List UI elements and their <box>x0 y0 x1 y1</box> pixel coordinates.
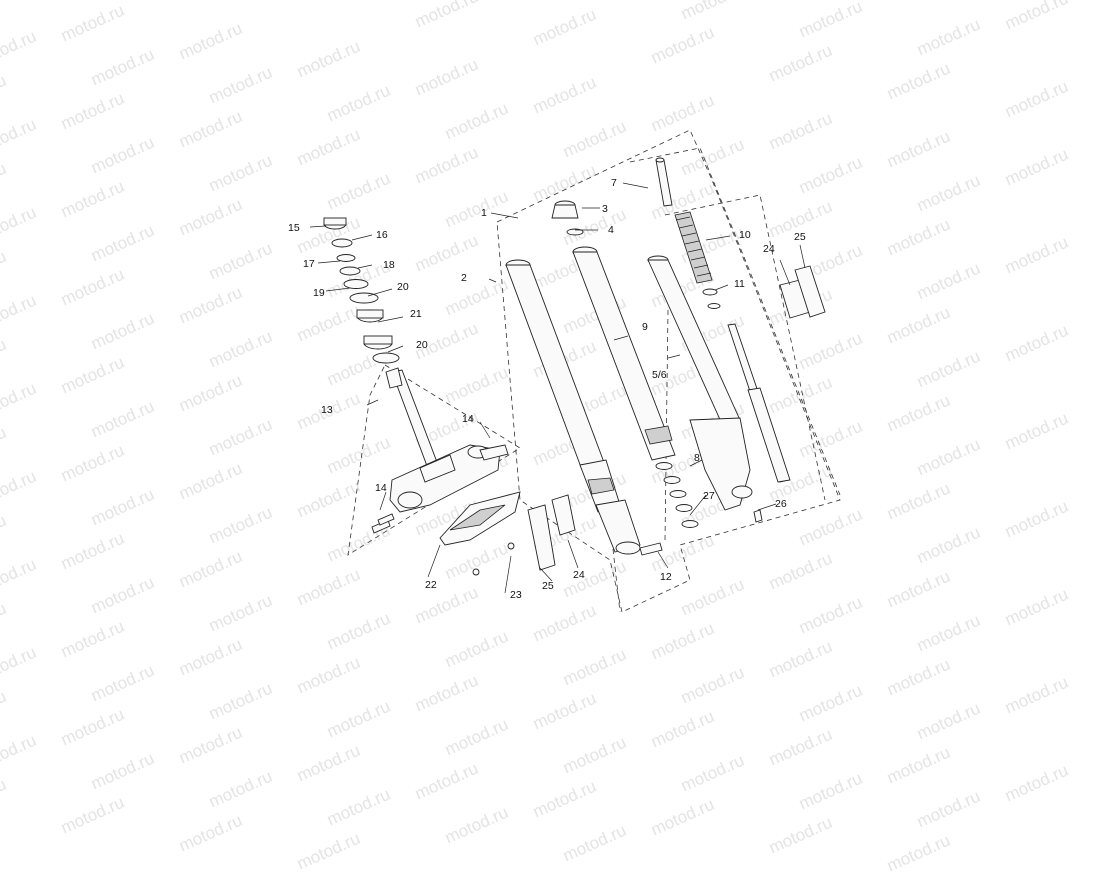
callout-27: 27 <box>703 490 715 502</box>
callout-22: 22 <box>425 579 437 591</box>
callout-18: 18 <box>383 259 395 271</box>
bolts-14-left <box>371 513 395 534</box>
callout-labels: 1 2 3 4 5/6 7 8 9 10 11 12 13 14 14 15 1… <box>288 177 806 601</box>
callout-5-6: 5/6 <box>652 369 667 381</box>
watermark-text: motod.ru <box>560 820 630 866</box>
seals-8-27 <box>655 462 699 528</box>
callout-25-right: 25 <box>794 231 806 243</box>
callout-24-left: 24 <box>573 569 585 581</box>
steering-stem-13 <box>385 367 509 513</box>
callout-3: 3 <box>602 203 608 215</box>
fork-tube-5-6 <box>647 255 753 511</box>
callout-9: 9 <box>642 321 648 333</box>
callout-19: 19 <box>313 287 325 299</box>
callout-14-left: 14 <box>375 482 387 494</box>
callout-10: 10 <box>739 229 751 241</box>
dashed-group-outlines <box>347 129 841 613</box>
bolts-12 <box>639 542 663 556</box>
watermark-text: motod.ru <box>294 828 364 874</box>
callout-20-top: 20 <box>397 281 409 293</box>
fork-tube-9 <box>572 246 676 461</box>
callout-25-left: 25 <box>542 580 554 592</box>
cartridge-rod <box>727 323 791 483</box>
callout-21: 21 <box>410 308 422 320</box>
callout-17: 17 <box>303 258 315 270</box>
damper-rod-7 <box>655 157 673 207</box>
front-fork-exploded-diagram: 1 2 3 4 5/6 7 8 9 10 11 12 13 14 14 15 1… <box>288 129 841 613</box>
callout-15: 15 <box>288 222 300 234</box>
callout-24-right: 24 <box>763 243 775 255</box>
screws-23 <box>472 542 515 576</box>
watermark-text: motod.ru <box>884 830 954 876</box>
callout-16: 16 <box>376 229 388 241</box>
callout-23: 23 <box>510 589 522 601</box>
reflector-right <box>779 265 826 319</box>
spring-10 <box>674 211 713 284</box>
callout-26: 26 <box>775 498 787 510</box>
bearing-stack <box>323 217 400 364</box>
callout-14-right: 14 <box>462 413 474 425</box>
callout-12: 12 <box>660 571 672 583</box>
mudguard-22 <box>439 491 521 546</box>
fork-leg-2 <box>505 259 641 555</box>
leader-lines <box>309 182 806 594</box>
callout-7: 7 <box>611 177 617 189</box>
callout-20-bottom: 20 <box>416 339 428 351</box>
callout-4: 4 <box>608 224 614 236</box>
callout-1: 1 <box>481 207 487 219</box>
callout-11: 11 <box>734 278 745 290</box>
reflector-left <box>527 494 576 571</box>
washers-11 <box>702 288 721 309</box>
callout-2: 2 <box>461 272 467 284</box>
callout-8: 8 <box>694 452 700 464</box>
bolt-26 <box>753 509 763 523</box>
callout-13: 13 <box>321 404 333 416</box>
top-cap-3-4 <box>551 200 584 236</box>
